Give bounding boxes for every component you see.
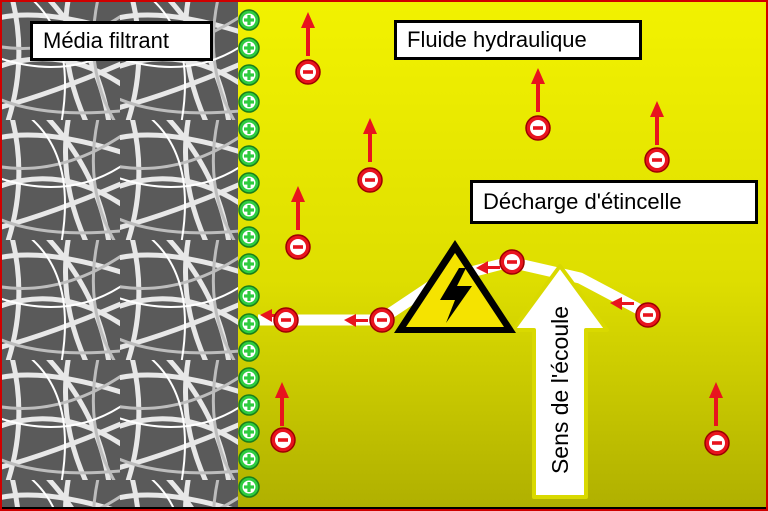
plus-circle-icon [238,285,260,307]
plus-circle-icon [238,226,260,248]
plus-circle-icon [238,340,260,362]
minus-circle-icon [635,302,661,328]
plus-circle-icon [238,253,260,275]
plus-circle-icon [238,448,260,470]
minus-circle-icon [357,167,383,193]
minus-circle-icon [644,147,670,173]
minus-circle-icon [499,249,525,275]
hydraulic-fluid-label: Fluide hydraulique [394,20,642,60]
up-arrow-icon [709,382,723,426]
charge-drift-arrows [275,12,723,426]
left-arrow-icon [476,261,500,274]
plus-circle-icon [238,91,260,113]
plus-circle-icon [238,118,260,140]
up-arrow-icon [275,382,289,426]
up-arrow-icon [531,68,545,112]
filter-media-label: Média filtrant [30,21,213,61]
plus-circle-icon [238,145,260,167]
minus-circle-icon [525,115,551,141]
up-arrow-icon [363,118,377,162]
high-voltage-warning-icon [394,240,516,333]
plus-circle-icon [238,199,260,221]
left-arrow-icon [344,314,368,327]
minus-circle-icon [704,430,730,456]
flow-direction-label: Sens de l'écoule [547,305,573,475]
minus-circle-icon [270,427,296,453]
minus-circle-icon [273,307,299,333]
plus-circle-icon [238,367,260,389]
plus-circle-icon [238,64,260,86]
plus-circle-icon [238,476,260,498]
plus-circle-icon [238,394,260,416]
left-arrow-icon [610,297,634,310]
plus-circle-icon [238,9,260,31]
spark-discharge-label: Décharge d'étincelle [470,180,758,224]
plus-circle-icon [238,172,260,194]
plus-circle-icon [238,37,260,59]
filter-media-region [2,2,238,507]
minus-circle-icon [369,307,395,333]
up-arrow-icon [291,186,305,230]
up-arrow-icon [650,101,664,145]
minus-circle-icon [295,59,321,85]
plus-circle-icon [238,313,260,335]
up-arrow-icon [301,12,315,56]
minus-circle-icon [285,234,311,260]
flow-direction-arrow [511,264,609,499]
plus-circle-icon [238,421,260,443]
